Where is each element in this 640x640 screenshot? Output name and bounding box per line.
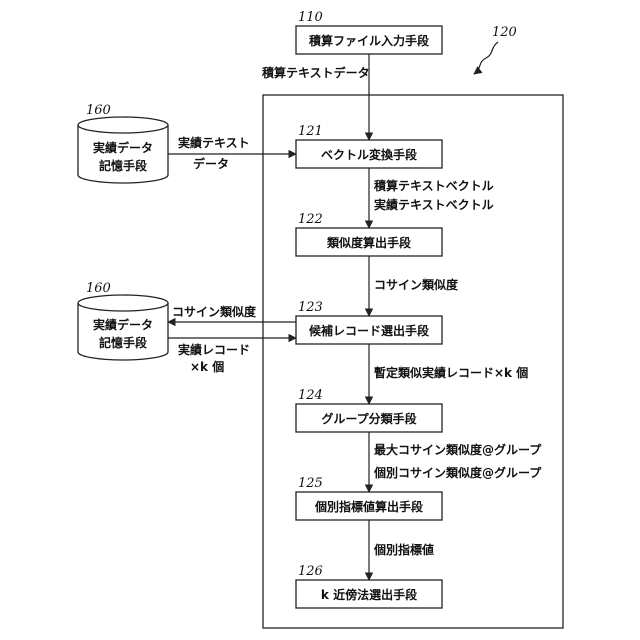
label-group-to-indicator-2: 個別コサイン類似度@グループ (373, 465, 542, 480)
input-box-label: 積算ファイル入力手段 (308, 33, 430, 48)
db-top-line2: 記憶手段 (99, 158, 148, 173)
ref-121: 121 (298, 124, 323, 139)
label-db-to-vector-1: 実績テキスト (178, 135, 250, 150)
label-candidate-to-db: コサイン類似度 (172, 304, 257, 319)
group-box-label: グループ分類手段 (321, 411, 417, 426)
label-vector-to-sim-2: 実績テキストベクトル (374, 197, 494, 212)
ref-120: 120 (492, 25, 517, 40)
label-sim-to-candidate: コサイン類似度 (374, 277, 459, 292)
ref-120-leader (474, 42, 498, 74)
label-candidate-to-group: 暫定類似実績レコード×k 個 (374, 365, 528, 380)
ref-110: 110 (298, 10, 323, 25)
ref-160-top: 160 (86, 103, 111, 118)
label-vector-to-sim-1: 積算テキストベクトル (373, 178, 494, 193)
label-indicator-to-knn: 個別指標値 (373, 542, 434, 557)
indicator-box-label: 個別指標値算出手段 (314, 499, 424, 514)
label-group-to-indicator-1: 最大コサイン類似度@グループ (374, 442, 542, 457)
db-bottom-line2: 記憶手段 (99, 335, 148, 350)
candidate-box-label: 候補レコード選出手段 (309, 323, 430, 338)
label-db-to-candidate-2: ×k 個 (190, 359, 224, 374)
db-bottom-line1: 実績データ (93, 317, 153, 332)
db-top-line1: 実績データ (93, 140, 153, 155)
ref-124: 124 (298, 388, 323, 403)
vector-box-label: ベクトル変換手段 (321, 147, 418, 162)
label-input-to-vector: 積算テキストデータ (261, 65, 370, 80)
ref-126: 126 (298, 564, 323, 579)
similarity-box-label: 類似度算出手段 (326, 235, 412, 250)
label-db-to-vector-2: データ (193, 156, 229, 171)
ref-122: 122 (298, 212, 323, 227)
ref-160-bottom: 160 (86, 281, 111, 296)
label-db-to-candidate-1: 実績レコード (178, 342, 250, 357)
ref-123: 123 (298, 300, 323, 315)
knn-box-label: k 近傍法選出手段 (321, 587, 418, 602)
ref-125: 125 (298, 476, 323, 491)
